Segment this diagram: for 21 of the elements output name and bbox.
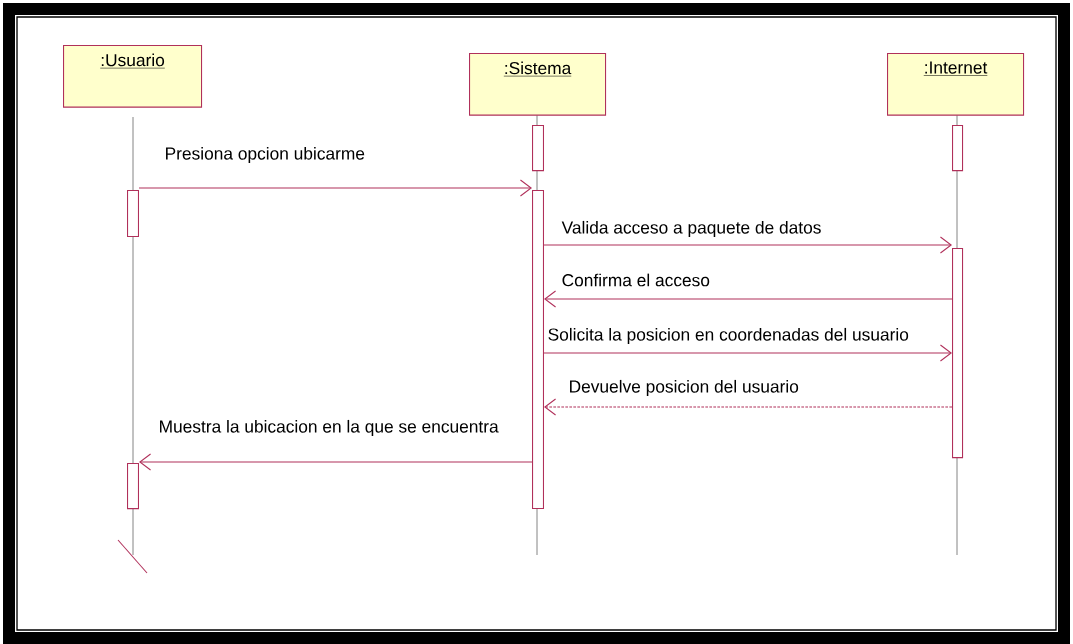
object-box: :Sistema [469,53,607,116]
activation-bar [952,125,964,172]
message-arrow [543,344,952,362]
message-label: Solicita la posicion en coordenadas del usuario [546,326,911,346]
activation-bar [127,190,139,238]
object-box: :Usuario [63,45,203,108]
activation-bar [532,190,544,510]
activation-bar [952,248,964,459]
message-arrow [543,236,952,254]
message-label: Confirma el acceso [560,272,712,288]
message-label: Presiona opcion ubicarme [163,145,367,165]
message-label: Muestra la ubicacion en la que se encuentra [157,418,501,438]
activation-bar [127,463,139,510]
message-arrow [544,398,953,416]
object-box: :Internet [887,53,1025,116]
activation-bar [532,125,544,172]
message-arrow [138,179,532,197]
message-label: Valida acceso a paquete de datos [560,219,823,239]
message-arrow [139,453,533,471]
message-arrow [544,290,953,308]
message-label: Devuelve posicion del usuario [567,378,801,398]
